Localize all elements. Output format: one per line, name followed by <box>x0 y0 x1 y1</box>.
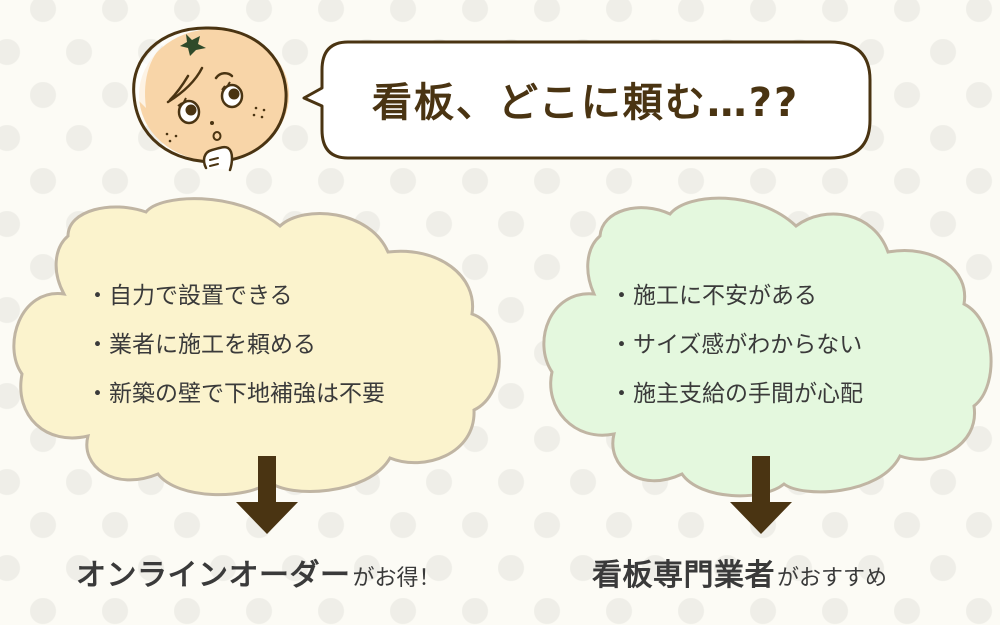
left-cloud-list: 自力で設置できる 業者に施工を頼める 新築の壁で下地補強は不要 <box>86 272 385 419</box>
right-result: 看板専門業者 がおすすめ <box>592 550 887 594</box>
left-result: オンラインオーダー がお得！ <box>76 550 441 594</box>
right-result-main: 看板専門業者 <box>592 558 775 593</box>
speech-bubble <box>300 40 872 160</box>
left-result-suffix: がお得！ <box>352 566 441 591</box>
list-item: 新築の壁で下地補強は不要 <box>86 370 385 419</box>
down-arrow-icon <box>236 456 298 536</box>
right-result-suffix: がおすすめ <box>777 566 888 591</box>
down-arrow-icon <box>730 456 792 536</box>
list-item: 施工に不安がある <box>610 272 863 321</box>
orange-character <box>124 18 304 183</box>
left-result-main: オンラインオーダー <box>76 558 351 593</box>
list-item: 施主支給の手間が心配 <box>610 370 863 419</box>
list-item: サイズ感がわからない <box>610 321 863 370</box>
speech-bubble-text: 看板、どこに頼む…?? <box>372 80 800 126</box>
orange-face-icon <box>132 26 289 172</box>
right-cloud-list: 施工に不安がある サイズ感がわからない 施主支給の手間が心配 <box>610 272 863 419</box>
list-item: 業者に施工を頼める <box>86 321 385 370</box>
list-item: 自力で設置できる <box>86 272 385 321</box>
